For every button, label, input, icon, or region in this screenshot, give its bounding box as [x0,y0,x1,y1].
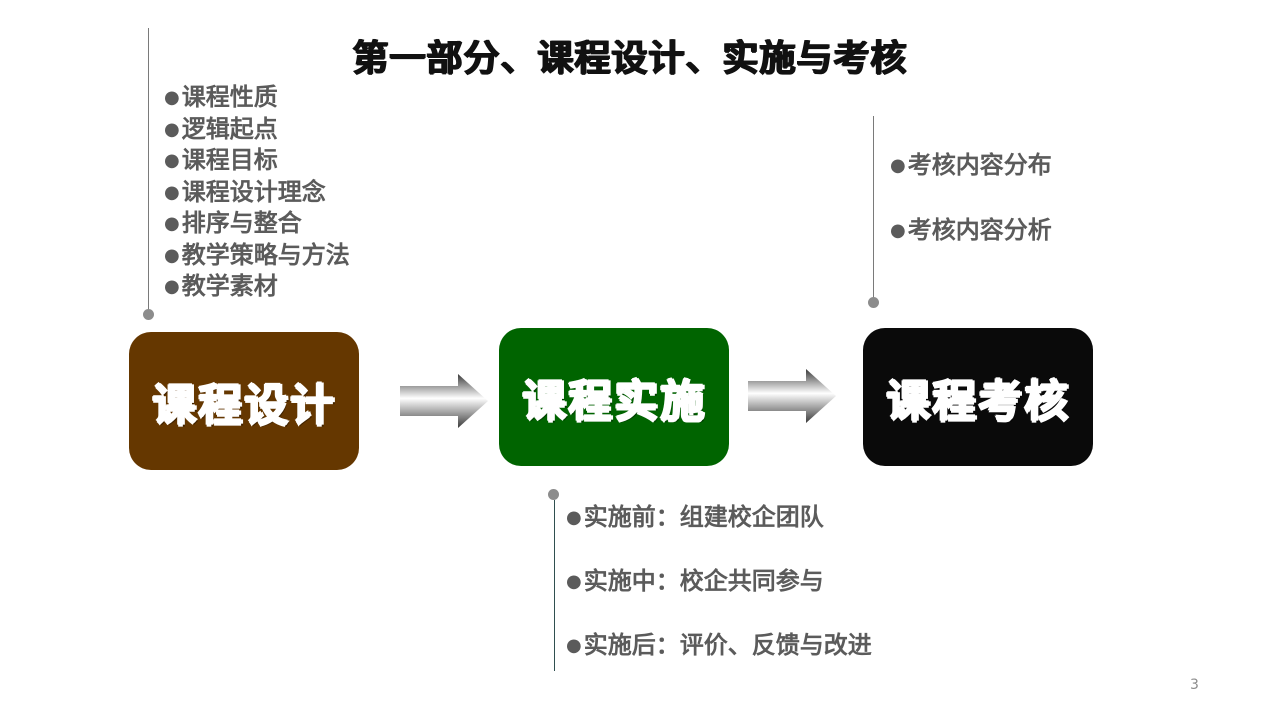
list-item: ●课程性质 [164,83,278,111]
implementation-connector-dot [548,489,559,500]
bullet-icon: ● [164,244,180,266]
bullet-icon: ● [164,87,180,108]
bullet-icon: ● [164,181,180,203]
list-item: ●排序与整合 [164,209,302,237]
list-item: ●实施中：校企共同参与 [566,567,824,595]
list-item: ●实施前：组建校企团队 [566,503,824,531]
course-design-box: 课程设计 [129,332,359,470]
page-number: 3 [1190,677,1199,693]
assessment-topic-list: ●考核内容分布 ●考核内容分析 [890,148,1052,248]
list-item: ●教学素材 [164,272,278,300]
design-connector-dot [143,309,154,320]
bullet-icon: ● [164,276,180,297]
assessment-connector-line [873,116,874,301]
list-item: ●课程设计理念 [164,177,326,206]
slide-title: 第一部分、课程设计、实施与考核 [352,38,908,79]
course-implementation-box: 课程实施 [499,328,729,466]
list-item: ●实施后：评价、反馈与改进 [566,631,872,659]
list-item: ●教学策略与方法 [164,240,350,269]
course-implementation-label: 课程实施 [522,376,706,427]
list-item: ●考核内容分布 [890,151,1052,179]
implementation-connector-line [554,500,555,671]
list-item: ●考核内容分析 [890,216,1052,244]
list-item: ●逻辑起点 [164,114,278,143]
course-design-label: 课程设计 [152,380,336,431]
assessment-connector-dot [868,297,879,308]
bullet-icon: ● [890,220,906,241]
design-connector-line [148,28,149,315]
bullet-icon: ● [566,507,582,528]
bullet-icon: ● [164,118,180,140]
list-item: ●课程目标 [164,146,278,174]
arrow-right-icon [748,369,836,423]
bullet-icon: ● [164,150,180,171]
bullet-icon: ● [890,155,906,176]
bullet-icon: ● [566,635,582,656]
design-topic-list: ●课程性质 ●逻辑起点 ●课程目标 ●课程设计理念 ●排序与整合 ●教学策略与方… [164,82,350,303]
implementation-topic-list: ●实施前：组建校企团队 ●实施中：校企共同参与 ●实施后：评价、反馈与改进 [566,500,872,663]
bullet-icon: ● [566,571,582,592]
bullet-icon: ● [164,213,180,234]
course-assessment-label: 课程考核 [886,376,1070,427]
course-assessment-box: 课程考核 [863,328,1093,466]
arrow-right-icon [400,374,488,428]
